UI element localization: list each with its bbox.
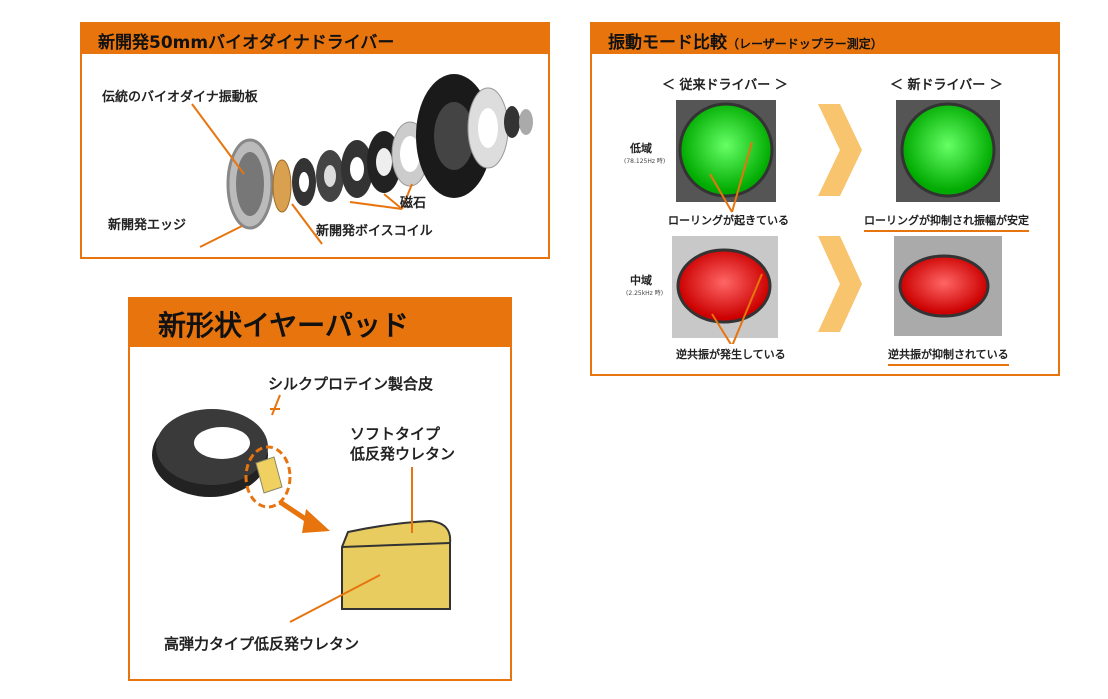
label-high-elastic: 高弾力タイプ低反発ウレタン bbox=[164, 635, 360, 653]
vibration-panel-header: 振動モード比較（レーザードップラー測定） bbox=[592, 24, 1058, 54]
label-diaphragm: 伝統のバイオダイナ振動板 bbox=[102, 90, 258, 105]
caption-mid-new: 逆共振が抑制されている bbox=[888, 346, 1009, 366]
band-low-freq: (78.125Hz 時) bbox=[624, 158, 666, 165]
caption-low-old: ローリングが起きている bbox=[668, 214, 789, 227]
label-edge: 新開発エッジ bbox=[108, 218, 187, 233]
column-old-driver: ＜ 従来ドライバー ＞ bbox=[662, 78, 788, 93]
band-mid-freq: (2.25kHz 時) bbox=[626, 290, 664, 297]
earpad-panel: 新形状イヤーパッド シルクプロテイン製合皮 ソフトタイプ 低反発ウレタン 高弾力… bbox=[128, 297, 512, 681]
vibration-panel-subtitle: （レーザードップラー測定） bbox=[727, 37, 883, 51]
earpad-panel-title: 新形状イヤーパッド bbox=[130, 299, 510, 347]
earpad-illustration bbox=[152, 394, 452, 623]
band-mid-label: 中域 bbox=[630, 274, 652, 287]
driver-panel-title: 新開発50mmバイオダイナドライバー bbox=[82, 24, 548, 54]
band-low-label: 低域 bbox=[630, 142, 652, 155]
label-magnet: 磁石 bbox=[400, 196, 427, 211]
caption-low-new: ローリングが抑制され振幅が安定 bbox=[864, 212, 1029, 232]
driver-exploded-illustration bbox=[191, 74, 533, 248]
label-soft-line2: 低反発ウレタン bbox=[350, 445, 456, 463]
driver-panel: 新開発50mmバイオダイナドライバー 伝統のバイオダイナ振動板 新開発エッジ 新… bbox=[80, 22, 550, 259]
column-new-driver: ＜ 新ドライバー ＞ bbox=[890, 78, 1003, 93]
label-leather: シルクプロテイン製合皮 bbox=[268, 375, 434, 393]
vibration-images bbox=[672, 100, 1002, 344]
vibration-panel-title: 振動モード比較 bbox=[608, 33, 727, 53]
caption-mid-old: 逆共振が発生している bbox=[676, 348, 786, 361]
label-voice-coil: 新開発ボイスコイル bbox=[316, 224, 433, 239]
label-soft-line1: ソフトタイプ bbox=[350, 425, 441, 443]
vibration-panel: 振動モード比較（レーザードップラー測定） ＜ 従来ドライバー ＞ ＜ 新ドライバ… bbox=[590, 22, 1060, 376]
